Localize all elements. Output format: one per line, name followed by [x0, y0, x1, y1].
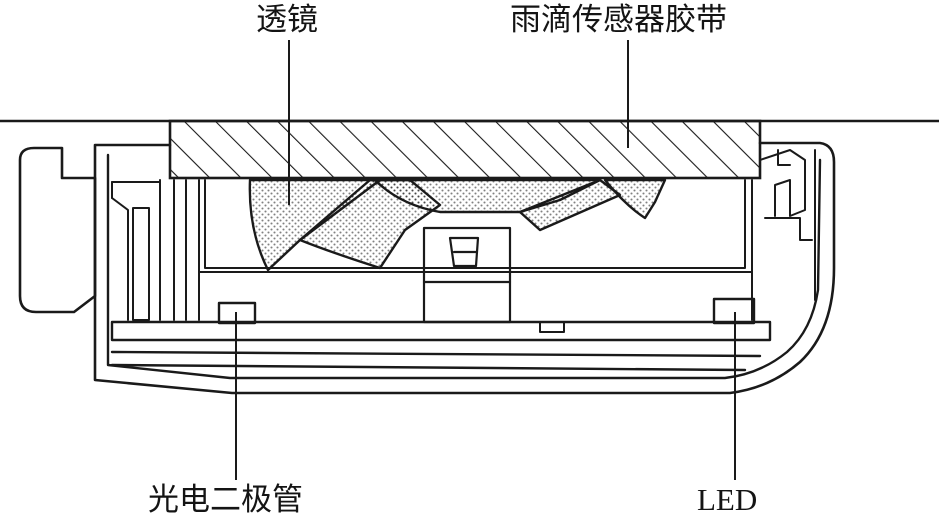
- right-structure: [759, 149, 816, 301]
- small-tab: [539, 321, 565, 333]
- lens: [248, 178, 667, 272]
- leader-lines: [235, 40, 736, 480]
- base-line-2: [110, 363, 747, 372]
- rain-sensor-tape-label: 雨滴传感器胶带: [510, 2, 727, 38]
- base-plate: [110, 320, 772, 342]
- lens-label: 透镜: [256, 2, 318, 38]
- sensor-housing: [93, 141, 836, 395]
- left-clip: [18, 146, 97, 314]
- internal-frame: [198, 179, 753, 321]
- led-label: LED: [697, 482, 758, 517]
- base-line-1: [110, 350, 762, 358]
- photodiode-label: 光电二极管: [148, 482, 303, 518]
- center-block: [422, 226, 512, 324]
- left-ribs: [111, 179, 200, 321]
- rain-sensor-tape: [168, 119, 762, 180]
- housing-inner-wall: [106, 153, 822, 380]
